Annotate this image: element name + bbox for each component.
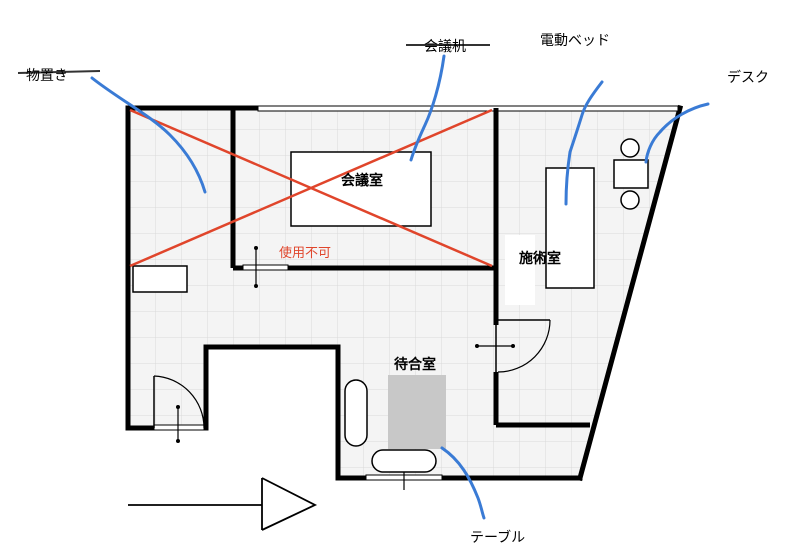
- desk-chair-top: [620, 138, 640, 158]
- callout-desk: デスク: [727, 69, 769, 86]
- window: [257, 105, 679, 112]
- callout-electric-bed: 電動ベッド: [540, 33, 610, 49]
- callout-line-meeting-desk: [409, 54, 446, 162]
- shelf: [132, 265, 188, 293]
- electric-bed: [545, 167, 595, 289]
- bench-left: [344, 379, 368, 447]
- callout-line-storage: [90, 76, 207, 194]
- bench-bottom: [371, 449, 437, 473]
- outer-walls: [125, 104, 684, 482]
- unusable-cross: [129, 108, 493, 268]
- door-treatment[interactable]: [475, 319, 551, 373]
- callout-table: テーブル: [470, 529, 525, 546]
- entrance-arrow-icon: [128, 477, 318, 531]
- door-entrance[interactable]: [153, 375, 205, 443]
- strike-storage: [17, 70, 101, 74]
- room-label-waiting: 待合室: [394, 356, 436, 373]
- room-label-treatment: 施術室: [519, 250, 561, 267]
- cabinet: [505, 235, 535, 305]
- callout-line-table: [440, 446, 486, 520]
- desk-chair-bottom: [620, 190, 640, 210]
- callout-meeting-desk: 会議机: [424, 38, 466, 55]
- callout-lines: [90, 54, 710, 520]
- callout-storage: 物置き: [26, 68, 68, 84]
- callout-line-desk: [644, 102, 710, 164]
- interior-walls: [230, 108, 590, 428]
- floor-area: [128, 108, 680, 478]
- notice-unusable: 使用不可: [279, 245, 331, 261]
- room-label-meeting: 会議室: [341, 172, 383, 189]
- desk: [613, 159, 649, 189]
- callout-line-bed: [564, 80, 604, 206]
- waiting-table: [388, 375, 446, 449]
- door-meeting[interactable]: [242, 246, 289, 288]
